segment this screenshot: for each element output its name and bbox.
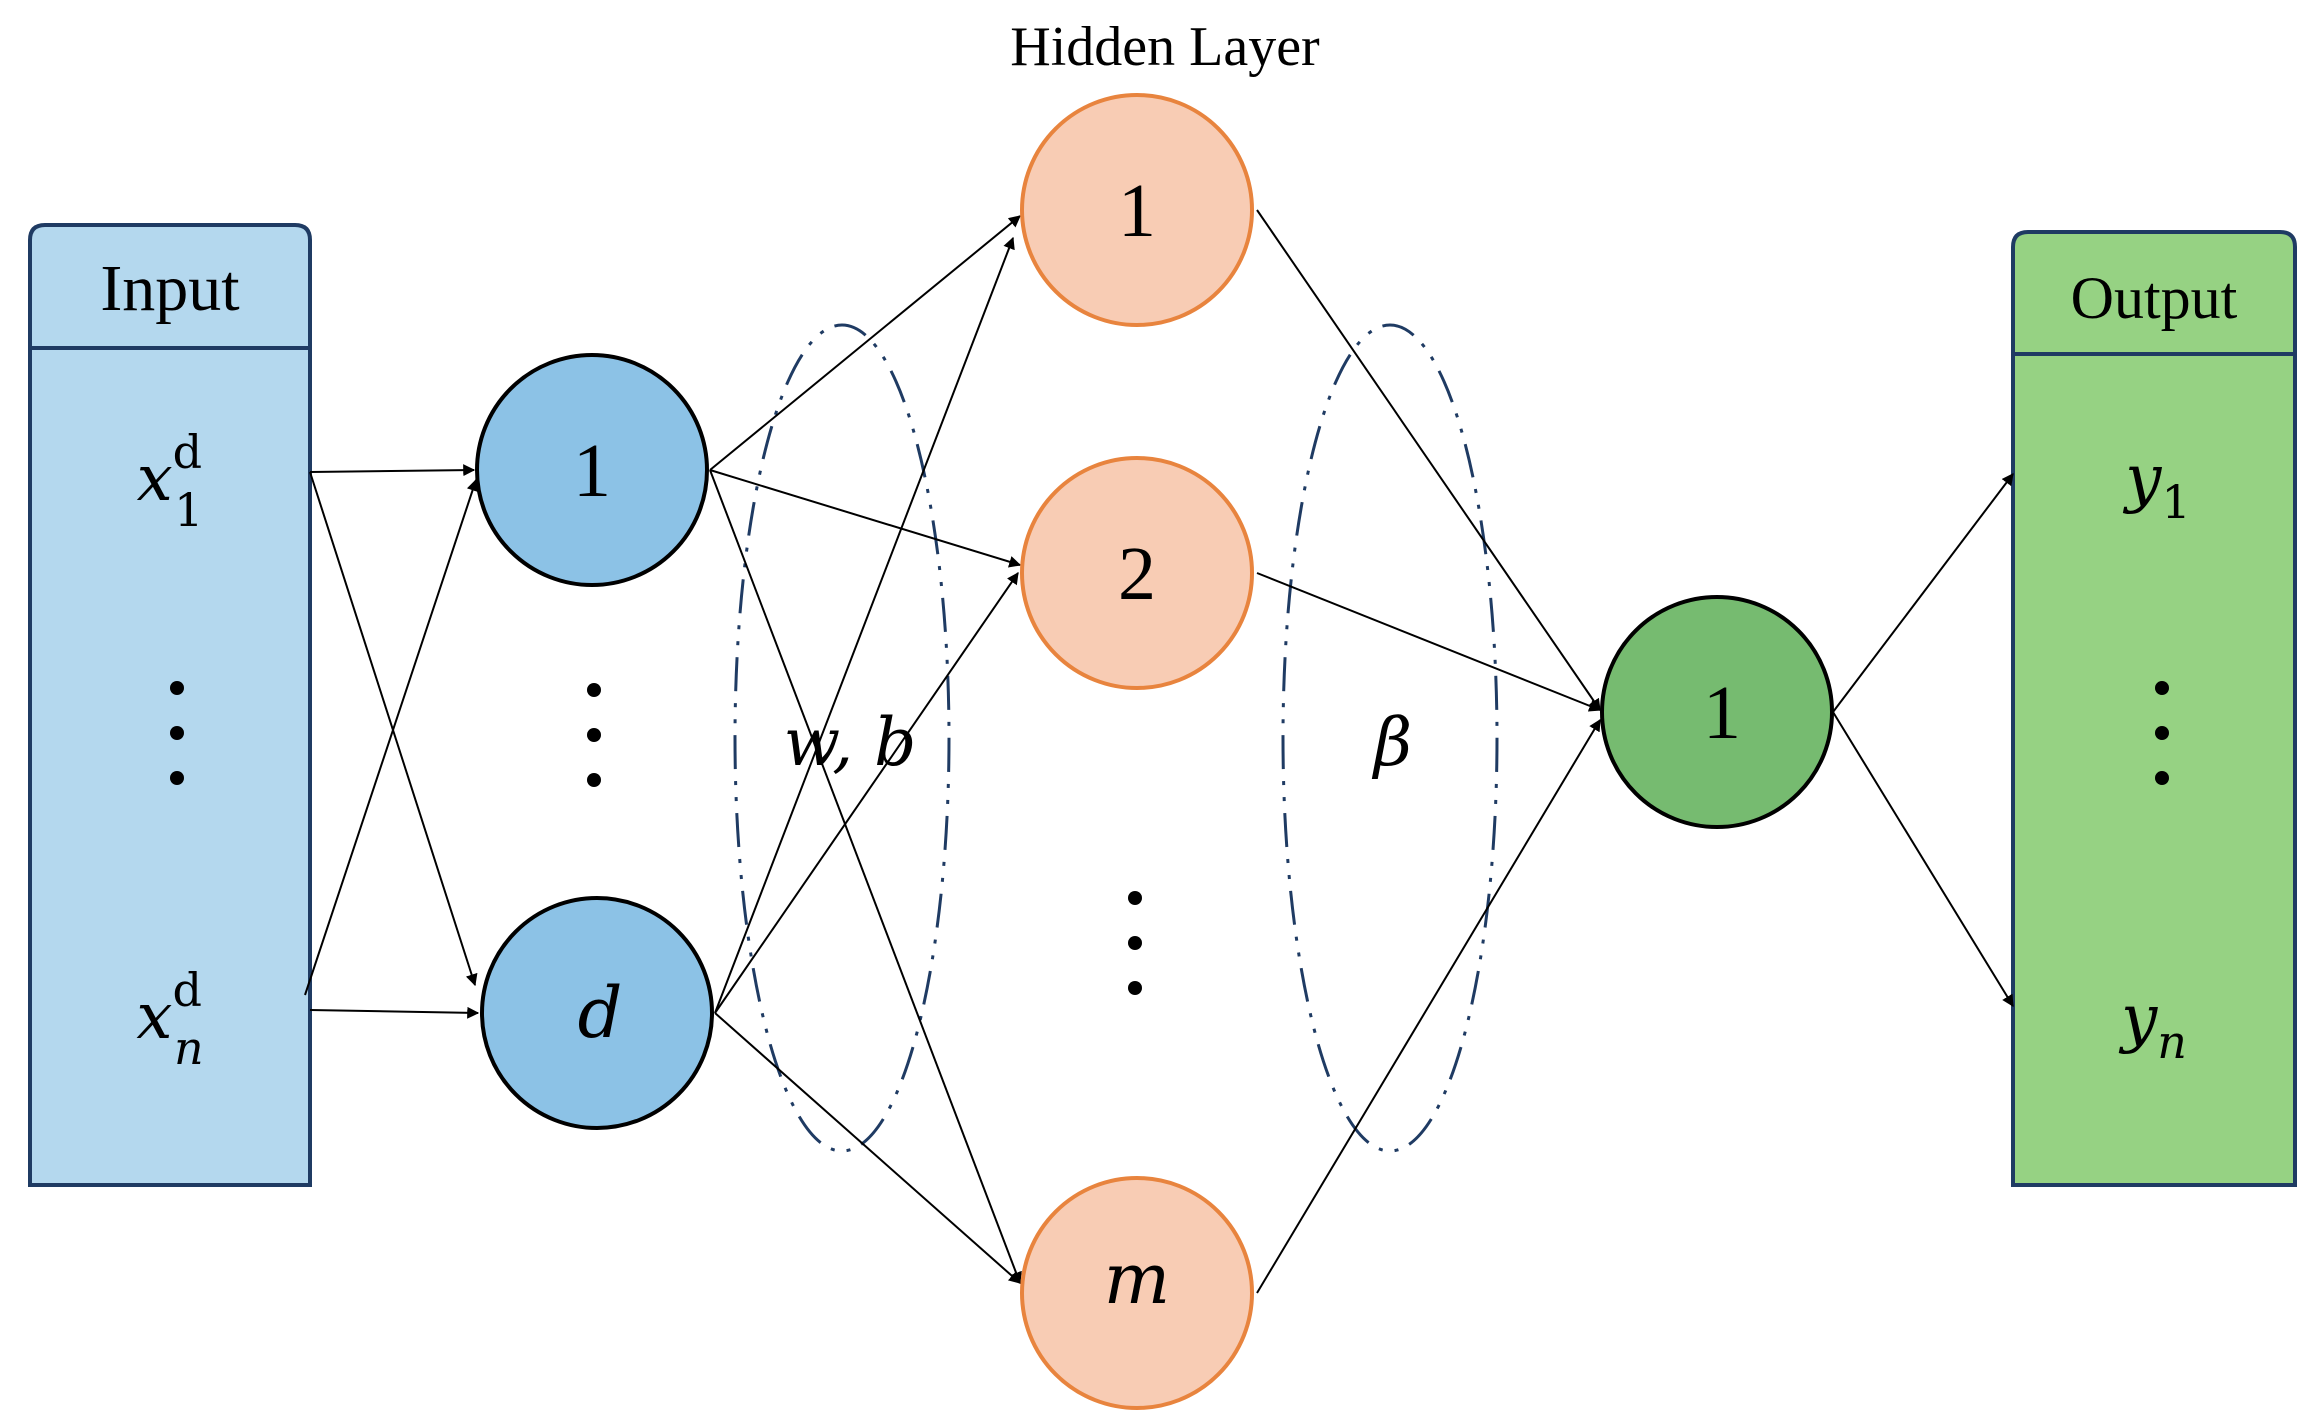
edge-xn-to-in1	[304, 478, 479, 996]
edge-ind-to-h1	[714, 236, 1015, 1014]
edge-out1-to-yn	[1832, 711, 2014, 1008]
edge-x1-to-in1	[309, 464, 476, 477]
edge-h2-to-out1	[1256, 572, 1602, 712]
hidden-node-m: m	[1020, 1176, 1254, 1410]
output-node-1: 1	[1600, 595, 1834, 829]
output-panel-frame	[2011, 230, 2297, 1187]
weights-beta-label: β	[1371, 704, 1412, 781]
input-node-1: 1	[475, 353, 709, 587]
hidden-output-weights-ellipse	[1281, 323, 1499, 1153]
input-panel-header: Input	[100, 252, 239, 325]
hidden-node-2-label: 2	[1118, 532, 1156, 616]
edge-hm-to-out1	[1256, 718, 1601, 1294]
hidden-node-1: 1	[1020, 93, 1254, 327]
edge-out1-to-y1	[1832, 473, 2014, 713]
input-hidden-weights-ellipse	[733, 323, 951, 1153]
edge-ind-to-hm	[714, 1012, 1021, 1284]
hidden-node-m-label: m	[1104, 1238, 1170, 1320]
hidden-ellipsis	[1128, 891, 1142, 995]
edge-in1-to-h2	[709, 469, 1022, 568]
edge-xn-to-ind	[309, 1006, 480, 1019]
output-panel-header: Output	[2071, 265, 2238, 331]
input-panel-frame	[28, 223, 312, 1187]
weights-wb-label: w, b	[784, 704, 917, 781]
edge-ind-to-h2	[714, 572, 1019, 1014]
input-node-1-label: 1	[573, 429, 611, 513]
output-panel: Output y1 yn	[2011, 230, 2297, 1187]
hidden-node-2: 2	[1020, 456, 1254, 690]
output-ellipsis	[2155, 681, 2169, 785]
input-ellipsis-mid	[587, 683, 601, 787]
output-yn-label: yn	[2118, 982, 2187, 1069]
input-node-d: d	[480, 896, 714, 1130]
hidden-layer-title: Hidden Layer	[1010, 16, 1320, 78]
output-y1-label: y1	[2122, 442, 2190, 529]
output-node-1-label: 1	[1703, 671, 1741, 755]
hidden-node-1-label: 1	[1118, 169, 1156, 253]
connections	[304, 209, 2014, 1294]
input-ellipsis	[170, 681, 184, 785]
input-node-d-label: d	[578, 972, 623, 1054]
edge-in1-to-h1	[709, 215, 1021, 471]
edge-in1-to-hm	[709, 469, 1022, 1285]
edge-h1-to-out1	[1256, 209, 1601, 711]
